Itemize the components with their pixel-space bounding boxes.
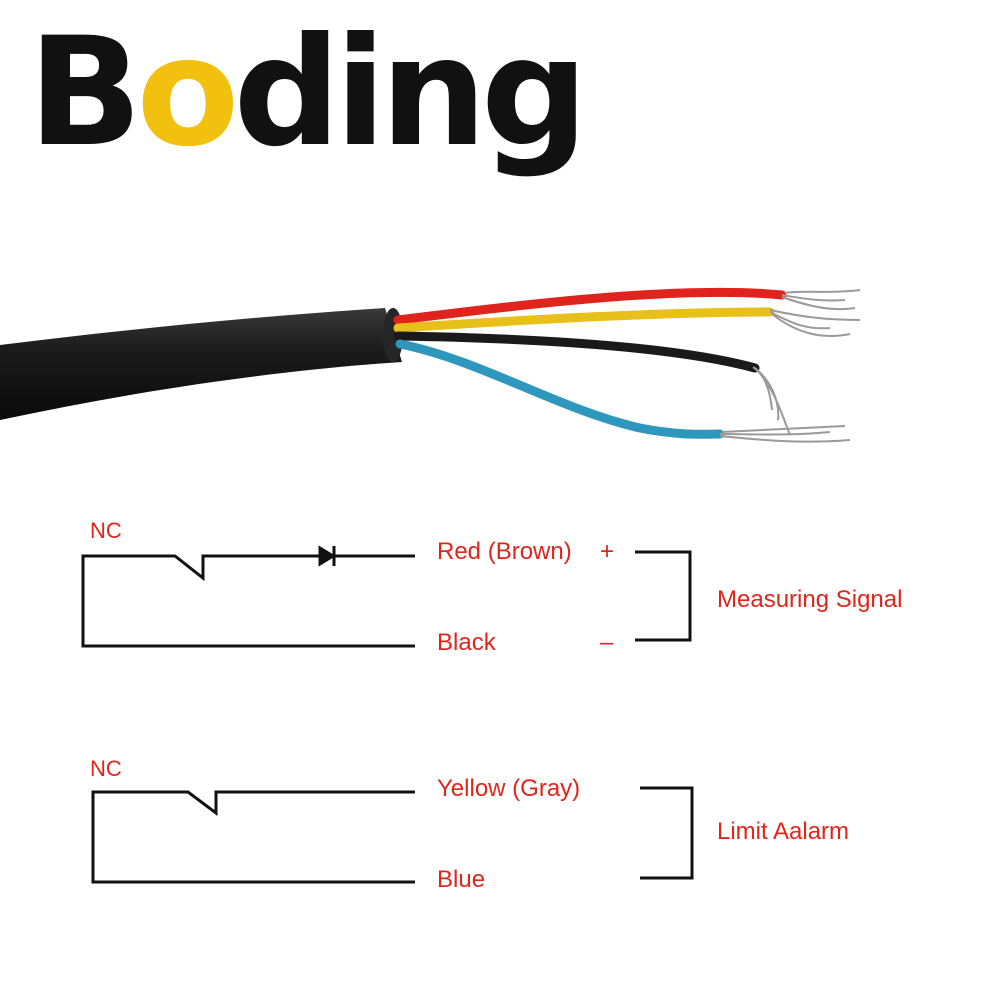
wire-label-yellow-gray: Yellow (Gray) (437, 775, 581, 802)
logo-letter-b: B (28, 6, 142, 180)
plus-sign: + (600, 538, 615, 565)
wire-red (393, 287, 787, 325)
stripped-strands (719, 289, 861, 443)
brand-logo: Boding (28, 18, 588, 168)
logo-letters: ding (233, 6, 588, 180)
limit-bracket (640, 786, 694, 880)
cable-jacket (0, 308, 402, 420)
minus-sign: – (600, 629, 614, 656)
wire-label-black: Black (437, 629, 496, 656)
limit-circuit (91, 786, 694, 884)
measuring-contact-label: NC (90, 518, 122, 543)
logo-accent-letter: o (136, 6, 239, 180)
wire-label-red-brown: Red (Brown) (437, 538, 572, 565)
measuring-signal-label: Measuring Signal (717, 586, 903, 613)
measuring-circuit (81, 545, 692, 648)
limit-alarm-label: Limit Aalarm (717, 818, 850, 845)
limit-nc-switch (91, 790, 415, 884)
limit-contact-label: NC (90, 756, 122, 781)
wiring-diagram (81, 545, 694, 884)
measuring-bracket (635, 550, 692, 642)
wire-black (393, 331, 760, 373)
wire-yellow (393, 307, 775, 333)
diode-symbol (318, 545, 336, 567)
measuring-nc-switch (81, 554, 415, 648)
wire-blue (395, 339, 725, 439)
cable-photo (0, 287, 861, 443)
wire-label-blue: Blue (437, 866, 486, 893)
